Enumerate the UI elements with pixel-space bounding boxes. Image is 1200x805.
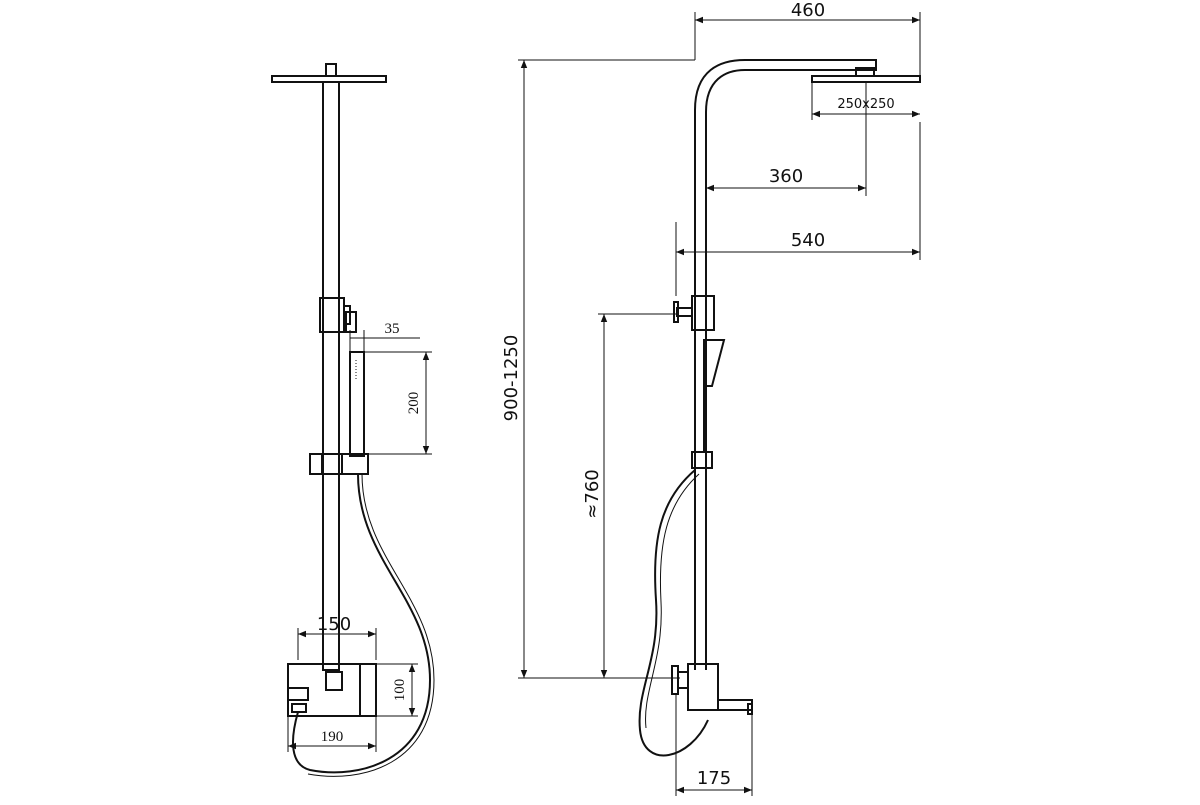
dim-760-label: ≈760 xyxy=(582,469,603,518)
front-column xyxy=(322,81,340,671)
front-head-connector xyxy=(325,63,337,77)
side-diverter-knob xyxy=(676,307,693,317)
side-column-arm xyxy=(694,59,877,670)
dim-360-label: 360 xyxy=(769,166,803,187)
dim-100-label: 100 xyxy=(392,679,408,702)
side-mixer-body xyxy=(687,663,719,711)
front-dimensions: 35 200 150 100 190 xyxy=(287,321,432,752)
dim-190-label: 190 xyxy=(321,729,344,745)
side-spout xyxy=(717,699,753,711)
side-diverter-handle xyxy=(673,301,679,323)
dim-460-label: 460 xyxy=(791,0,825,21)
front-hose xyxy=(292,473,432,774)
side-head-connector xyxy=(855,67,875,77)
front-hand-shower xyxy=(349,351,365,457)
front-view xyxy=(271,63,435,777)
side-hand-shower xyxy=(703,339,726,387)
dim-200-label: 200 xyxy=(406,392,422,415)
dim-175-label: 175 xyxy=(697,768,731,789)
side-dimensions: 460 250x250 360 540 900-1250 ≈760 175 xyxy=(501,0,921,796)
front-hose-connector xyxy=(291,703,307,713)
dim-900-1250-label: 900-1250 xyxy=(501,335,522,422)
side-mixer-handle xyxy=(671,665,679,695)
side-hose-outline xyxy=(645,473,700,729)
side-mixer-knob xyxy=(677,671,689,689)
front-mixer-handle xyxy=(359,663,377,717)
dim-35-label: 35 xyxy=(385,321,400,337)
front-diverter-handle xyxy=(345,311,357,333)
dim-540-label: 540 xyxy=(791,230,825,251)
front-mixer-cap xyxy=(325,671,343,691)
side-slide-holder xyxy=(691,451,713,469)
front-spout-outlet xyxy=(287,687,309,701)
front-hose-outline xyxy=(307,473,435,777)
front-slide-clamp xyxy=(321,453,343,475)
side-spout-tip xyxy=(747,703,753,715)
side-view xyxy=(638,59,921,757)
side-hose xyxy=(638,469,709,757)
dim-150-label: 150 xyxy=(317,614,351,635)
